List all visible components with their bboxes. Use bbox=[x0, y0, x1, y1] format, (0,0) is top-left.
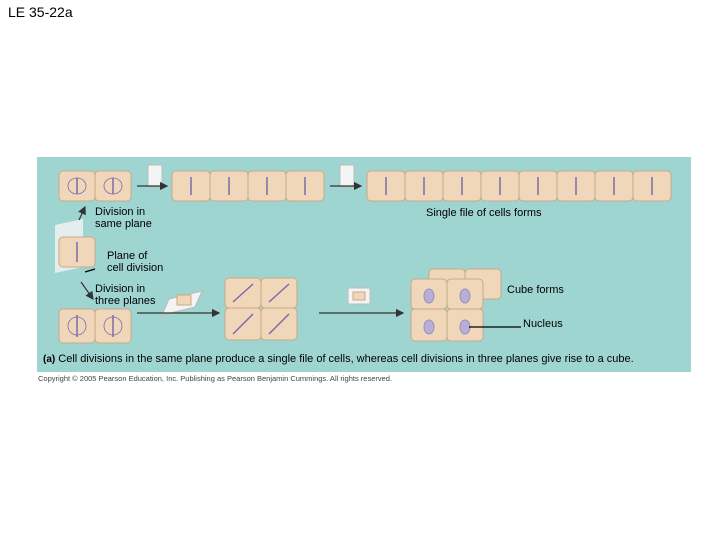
figure-panel: Division in same plane Single file of ce… bbox=[37, 157, 691, 372]
label-division-three-planes: Division in three planes bbox=[95, 283, 156, 307]
cell-pair-bottom bbox=[58, 308, 132, 344]
label-cube-forms: Cube forms bbox=[507, 284, 564, 296]
cell-block-dividing bbox=[224, 277, 298, 341]
label-nucleus: Nucleus bbox=[523, 318, 563, 330]
label-division-same-plane: Division in same plane bbox=[95, 206, 152, 230]
plane-pointer-line bbox=[84, 268, 96, 273]
cell-row-single-file bbox=[366, 170, 672, 202]
cell-division-diagram bbox=[55, 164, 672, 344]
figure-caption: (a) Cell divisions in the same plane pro… bbox=[43, 353, 634, 365]
mother-cell bbox=[55, 219, 96, 273]
slide-title: LE 35-22a bbox=[8, 4, 73, 20]
arrow-up bbox=[78, 205, 86, 221]
copyright-text: Copyright © 2005 Pearson Education, Inc.… bbox=[38, 374, 393, 383]
cell-cube bbox=[410, 268, 502, 342]
dividing-plane-icon bbox=[147, 164, 163, 188]
cell-row-four bbox=[171, 170, 325, 202]
label-single-file: Single file of cells forms bbox=[426, 207, 542, 219]
label-plane-of-division: Plane of cell division bbox=[107, 250, 164, 274]
arrow-down bbox=[80, 281, 94, 300]
dividing-plane-icon bbox=[339, 164, 355, 188]
cell-pair-top bbox=[58, 170, 132, 202]
